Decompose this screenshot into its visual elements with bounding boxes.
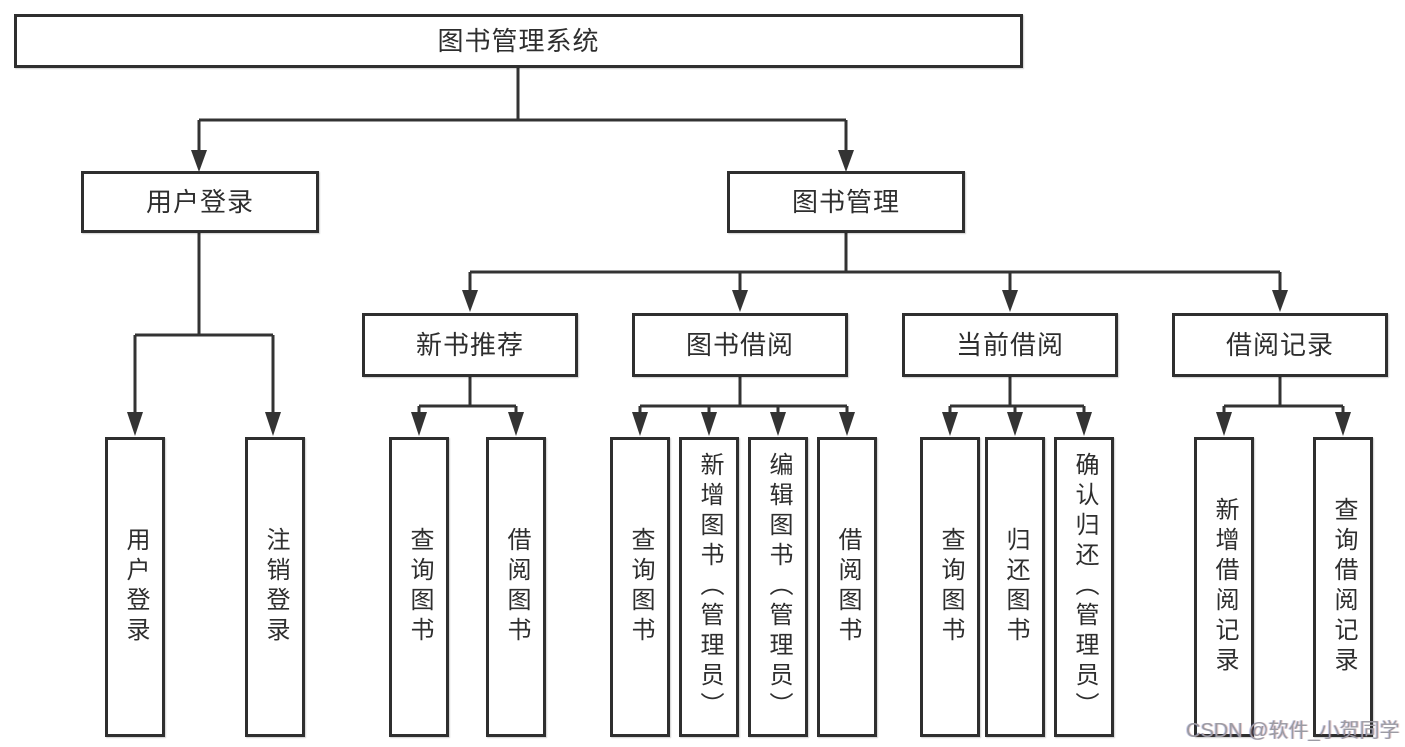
connector-borrow-record: [1222, 377, 1345, 414]
connector-new-book-recommend: [417, 377, 518, 414]
node-user-login: 用户登录: [81, 171, 319, 233]
node-label: 新书推荐: [415, 330, 524, 360]
leaf-query-book-recommend: 查询图书: [389, 437, 449, 737]
node-label: 图书管理系统: [437, 26, 600, 56]
node-label: 当前借阅: [955, 330, 1064, 360]
leaf-borrow-book-recommend: 借阅图书: [486, 437, 546, 737]
node-book-borrow: 图书借阅: [632, 313, 848, 377]
leaf-query-borrow-record: 查询借阅记录: [1313, 437, 1373, 737]
node-label: 查询图书: [627, 527, 654, 647]
connector-book-management: [468, 233, 1282, 292]
node-book-management: 图书管理: [727, 171, 965, 233]
node-label: 编辑图书（管理员）: [765, 452, 792, 722]
connector-book-borrow: [638, 377, 849, 414]
node-current-borrow: 当前借阅: [902, 313, 1118, 377]
node-system-root: 图书管理系统: [14, 14, 1023, 68]
node-label: 确认归还（管理员）: [1071, 452, 1098, 722]
node-label: 查询图书: [406, 527, 433, 647]
node-label: 借阅图书: [834, 527, 861, 647]
leaf-return-book: 归还图书: [985, 437, 1045, 737]
arrow-heads: [127, 150, 1351, 436]
leaf-add-borrow-record: 新增借阅记录: [1194, 437, 1254, 737]
csdn-watermark: CSDN @软件_小贺同学: [1186, 720, 1400, 742]
node-new-book-recommend: 新书推荐: [362, 313, 578, 377]
leaf-edit-book-admin: 编辑图书（管理员）: [748, 437, 808, 737]
leaf-add-book-admin: 新增图书（管理员）: [679, 437, 739, 737]
leaf-confirm-return-admin: 确认归还（管理员）: [1054, 437, 1114, 737]
leaf-borrow-book: 借阅图书: [817, 437, 877, 737]
node-label: 借阅记录: [1225, 330, 1334, 360]
connector-root: [197, 68, 848, 152]
node-label: 查询借阅记录: [1330, 497, 1357, 677]
node-label: 新增借阅记录: [1211, 497, 1238, 677]
leaf-query-book-borrow: 查询图书: [610, 437, 670, 737]
node-label: 归还图书: [1002, 527, 1029, 647]
leaf-query-book-current: 查询图书: [920, 437, 980, 737]
node-label: 查询图书: [937, 527, 964, 647]
connector-current-borrow: [948, 377, 1086, 414]
node-label: 图书借阅: [685, 330, 794, 360]
node-label: 用户登录: [145, 187, 254, 217]
node-borrow-record: 借阅记录: [1172, 313, 1388, 377]
leaf-user-login: 用户登录: [105, 437, 165, 737]
node-label: 新增图书（管理员）: [696, 452, 723, 722]
connector-user-login: [133, 233, 275, 414]
node-label: 图书管理: [791, 187, 900, 217]
leaf-logout: 注销登录: [245, 437, 305, 737]
node-label: 用户登录: [122, 527, 149, 647]
node-label: 注销登录: [262, 527, 289, 647]
node-label: 借阅图书: [503, 527, 530, 647]
